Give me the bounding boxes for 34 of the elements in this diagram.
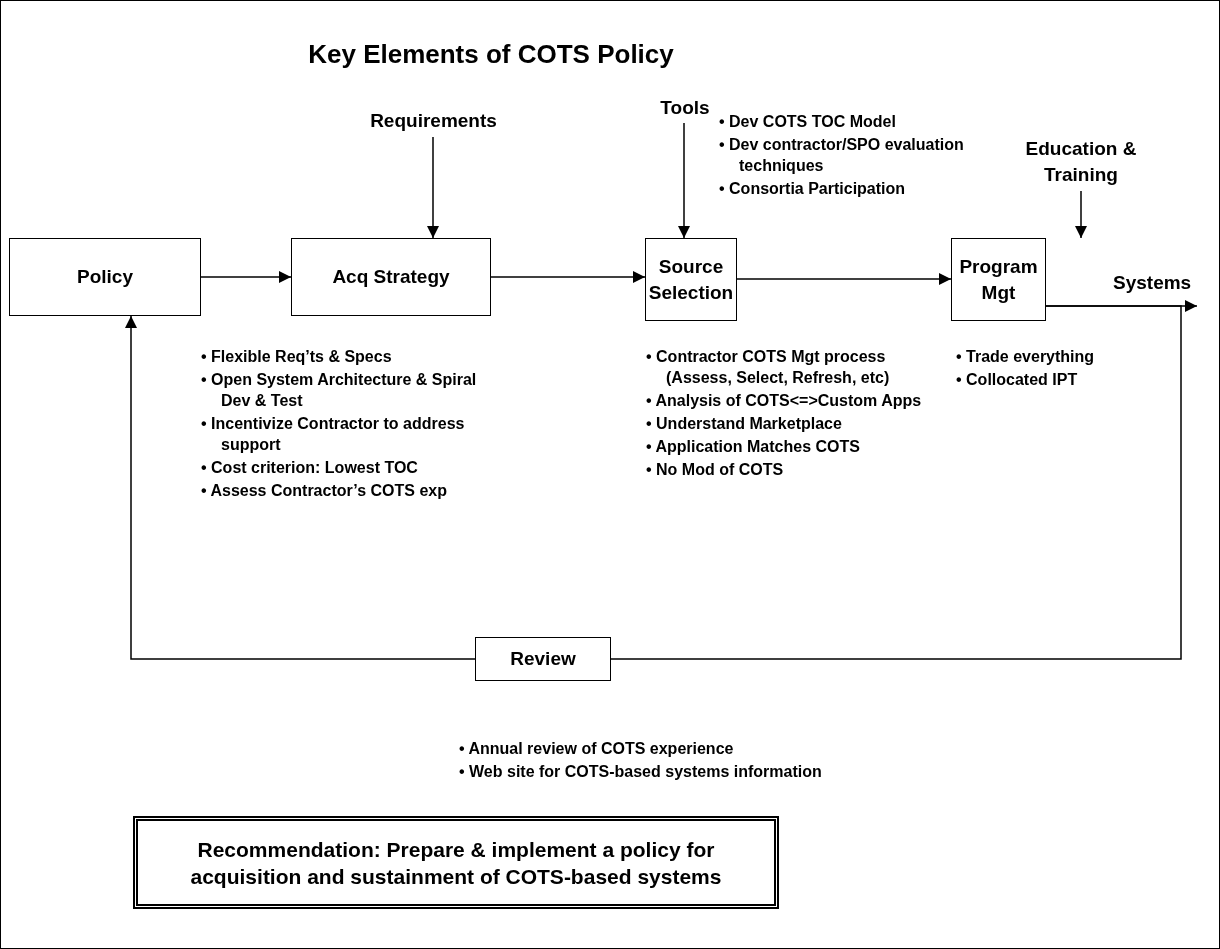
bullet-text: • Annual review of COTS experience [459,739,735,759]
bullet-text: • Application Matches COTS [646,437,861,457]
arrow [200,271,292,283]
bullet-text: • Understand Marketplace [646,414,843,434]
bullet-text: • Web site for COTS-based systems information [459,762,823,782]
arrow [427,136,439,239]
bullet-text: • Analysis of COTS<=>Custom Apps [646,391,923,411]
bullet-text: • Dev contractor/SPO evaluation techniques [719,135,965,176]
process-box: Acq Strategy [291,238,491,316]
bullet-text: • Open System Architecture & Spiral Dev & Test [201,370,478,411]
arrow [736,273,952,285]
input-label: Requirements [361,105,506,137]
arrow [1075,190,1087,239]
bullet-text: • Contractor COTS Mgt process (Assess, Select, Refresh, etc) [646,347,891,388]
arrow [678,122,690,239]
title: Key Elements of COTS Policy [307,39,675,70]
bullet-text: • Assess Contractor’s COTS exp [201,481,448,501]
recommendation-box: Recommendation: Prepare & implement a policy for acquisition and sustainment of COTS-based systems [133,816,779,909]
arrow [125,315,476,660]
process-box: Policy [9,238,201,316]
bullet-text: • Collocated IPT [956,370,1079,390]
bullet-text: • No Mod of COTS [646,460,785,480]
bullet-text: • Cost criterion: Lowest TOC [201,458,419,478]
arrow [490,271,646,283]
input-label: Education & Training [1001,133,1161,191]
bullet-text: • Flexible Req’ts & Specs [201,347,393,367]
bullet-text: • Dev COTS TOC Model [719,112,897,132]
process-box: Review [475,637,611,681]
input-label: Tools [651,93,719,123]
bullet-text: • Consortia Participation [719,179,907,199]
bullet-text: • Incentivize Contractor to address support [201,414,466,455]
process-box: Source Selection [645,238,737,321]
bullet-text: • Trade everything [956,347,1096,367]
process-box: Program Mgt [951,238,1046,321]
